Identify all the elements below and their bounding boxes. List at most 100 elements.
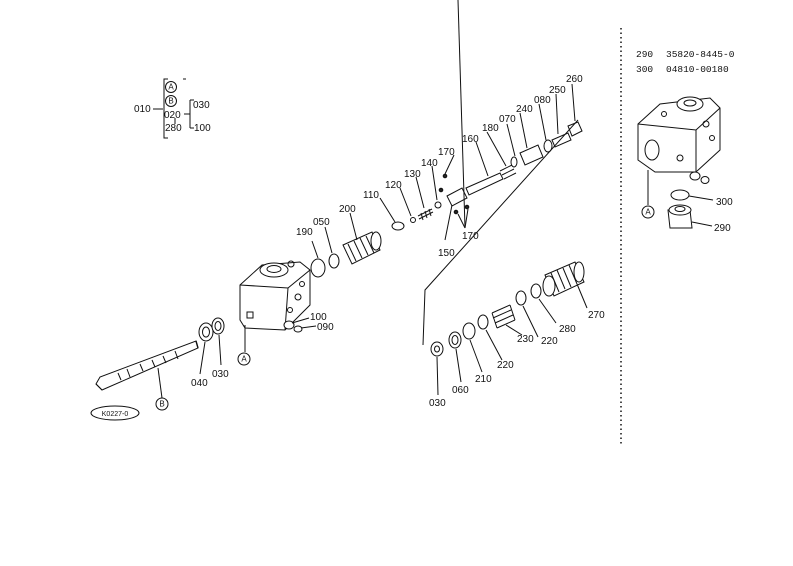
callout-180: 180 bbox=[482, 123, 499, 134]
part-110 bbox=[391, 221, 405, 231]
part-200-threads bbox=[347, 235, 375, 262]
callout-220-rear: 220 bbox=[541, 336, 558, 347]
part-200-end bbox=[370, 231, 382, 251]
part-090 bbox=[293, 325, 303, 333]
inset-hole-2 bbox=[702, 120, 710, 128]
callout-labels: 260 250 080 240 070 180 160 170 140 130 … bbox=[191, 74, 733, 409]
leader-030-front bbox=[218, 334, 222, 366]
callout-290: 290 bbox=[714, 223, 731, 234]
part-230-spring bbox=[491, 304, 516, 329]
leader-070 bbox=[506, 123, 516, 157]
leader-300 bbox=[688, 195, 714, 201]
leader-040 bbox=[199, 341, 206, 375]
leader-200 bbox=[349, 212, 358, 241]
inset-assembly bbox=[637, 96, 721, 229]
seal-030-front bbox=[211, 317, 225, 335]
legend-bracket-left bbox=[163, 78, 168, 139]
legend-100: 100 bbox=[194, 123, 211, 134]
callout-230: 230 bbox=[517, 334, 534, 345]
legend-bracket-right bbox=[184, 99, 194, 129]
callout-280: 280 bbox=[559, 324, 576, 335]
ref-marker-a-inset-circle bbox=[641, 205, 655, 219]
ref-marker-a-main: A bbox=[241, 355, 247, 364]
inset-hole-1 bbox=[661, 111, 667, 117]
shaft-assembly bbox=[95, 340, 199, 399]
leader-290 bbox=[691, 221, 713, 227]
callout-110: 110 bbox=[363, 190, 379, 201]
part-070 bbox=[510, 156, 518, 168]
callout-120: 120 bbox=[385, 180, 402, 191]
leader-170-bottom-fork bbox=[457, 208, 469, 229]
parts-table-partno-290: 35820-8445-0 bbox=[666, 49, 735, 60]
part-270-end bbox=[573, 261, 585, 283]
leader-110 bbox=[379, 197, 396, 223]
part-220-front bbox=[477, 314, 489, 330]
part-220-rear bbox=[515, 290, 527, 306]
parts-table-partno-300: 04810-00180 bbox=[666, 64, 729, 75]
legend-030: 030 bbox=[193, 100, 210, 111]
leader-050 bbox=[324, 226, 333, 254]
drawing-code-badge: K0227-0 bbox=[90, 405, 140, 421]
inset-part-290-hex bbox=[674, 206, 686, 212]
callout-170-bottom: 170 bbox=[462, 231, 479, 242]
ref-markers: A B A bbox=[155, 205, 655, 411]
callout-030-rear: 030 bbox=[429, 398, 446, 409]
legend-ref-a: A bbox=[168, 83, 174, 92]
callout-170-top: 170 bbox=[438, 147, 455, 158]
callout-030-front: 030 bbox=[212, 369, 229, 380]
callout-130: 130 bbox=[404, 169, 421, 180]
leader-170-top bbox=[444, 154, 455, 175]
front-seals bbox=[198, 317, 225, 375]
callout-060: 060 bbox=[452, 385, 469, 396]
legend-ref-b: B bbox=[168, 97, 173, 106]
spool-stack bbox=[310, 0, 583, 278]
part-170-ball-3 bbox=[453, 209, 459, 215]
leader-060 bbox=[455, 348, 462, 383]
inset-body-edges bbox=[637, 107, 721, 172]
part-080 bbox=[543, 139, 553, 153]
callout-080: 080 bbox=[534, 95, 551, 106]
leader-100 bbox=[291, 317, 310, 324]
callout-220-front: 220 bbox=[497, 360, 514, 371]
small-parts-100-090 bbox=[283, 317, 317, 333]
callout-140: 140 bbox=[421, 158, 438, 169]
part-250 bbox=[551, 132, 572, 148]
leader-190 bbox=[311, 240, 319, 259]
leader-180 bbox=[486, 131, 507, 167]
leader-280 bbox=[538, 298, 557, 324]
legend-ref-b-circle bbox=[165, 95, 177, 107]
part-190 bbox=[310, 258, 326, 278]
leader-230 bbox=[505, 324, 523, 336]
callout-040: 040 bbox=[191, 378, 208, 389]
parts-table-ref-300: 300 bbox=[636, 64, 653, 75]
callout-160: 160 bbox=[462, 134, 479, 145]
part-060 bbox=[448, 331, 462, 349]
legend-ref-a-circle bbox=[165, 81, 177, 93]
shaft-end bbox=[195, 340, 199, 349]
assembly-connector-line bbox=[422, 119, 579, 346]
part-050 bbox=[328, 253, 340, 269]
inset-part-g2 bbox=[700, 176, 710, 184]
callout-270: 270 bbox=[588, 310, 605, 321]
inset-part-290-top bbox=[668, 204, 692, 216]
leader-150 bbox=[444, 204, 453, 241]
part-170-ball-4 bbox=[464, 204, 470, 210]
part-160-rod bbox=[465, 172, 504, 196]
part-270-front bbox=[542, 275, 556, 297]
leader-220-rear bbox=[522, 305, 539, 338]
drawing-code: K0227-0 bbox=[102, 411, 129, 418]
callout-050: 050 bbox=[313, 217, 330, 228]
inset-side-port bbox=[644, 139, 660, 161]
shaft-tip bbox=[95, 383, 103, 391]
leader-120 bbox=[399, 187, 412, 217]
leader-260 bbox=[571, 83, 576, 122]
inset-body-top-boss bbox=[676, 96, 704, 112]
valve-body-top-boss bbox=[259, 262, 289, 278]
ref-marker-b-main: B bbox=[159, 400, 164, 409]
leader-090 bbox=[300, 325, 317, 329]
part-140 bbox=[434, 201, 442, 209]
inset-part-g bbox=[689, 171, 701, 181]
legend-010: 010 bbox=[134, 104, 151, 115]
